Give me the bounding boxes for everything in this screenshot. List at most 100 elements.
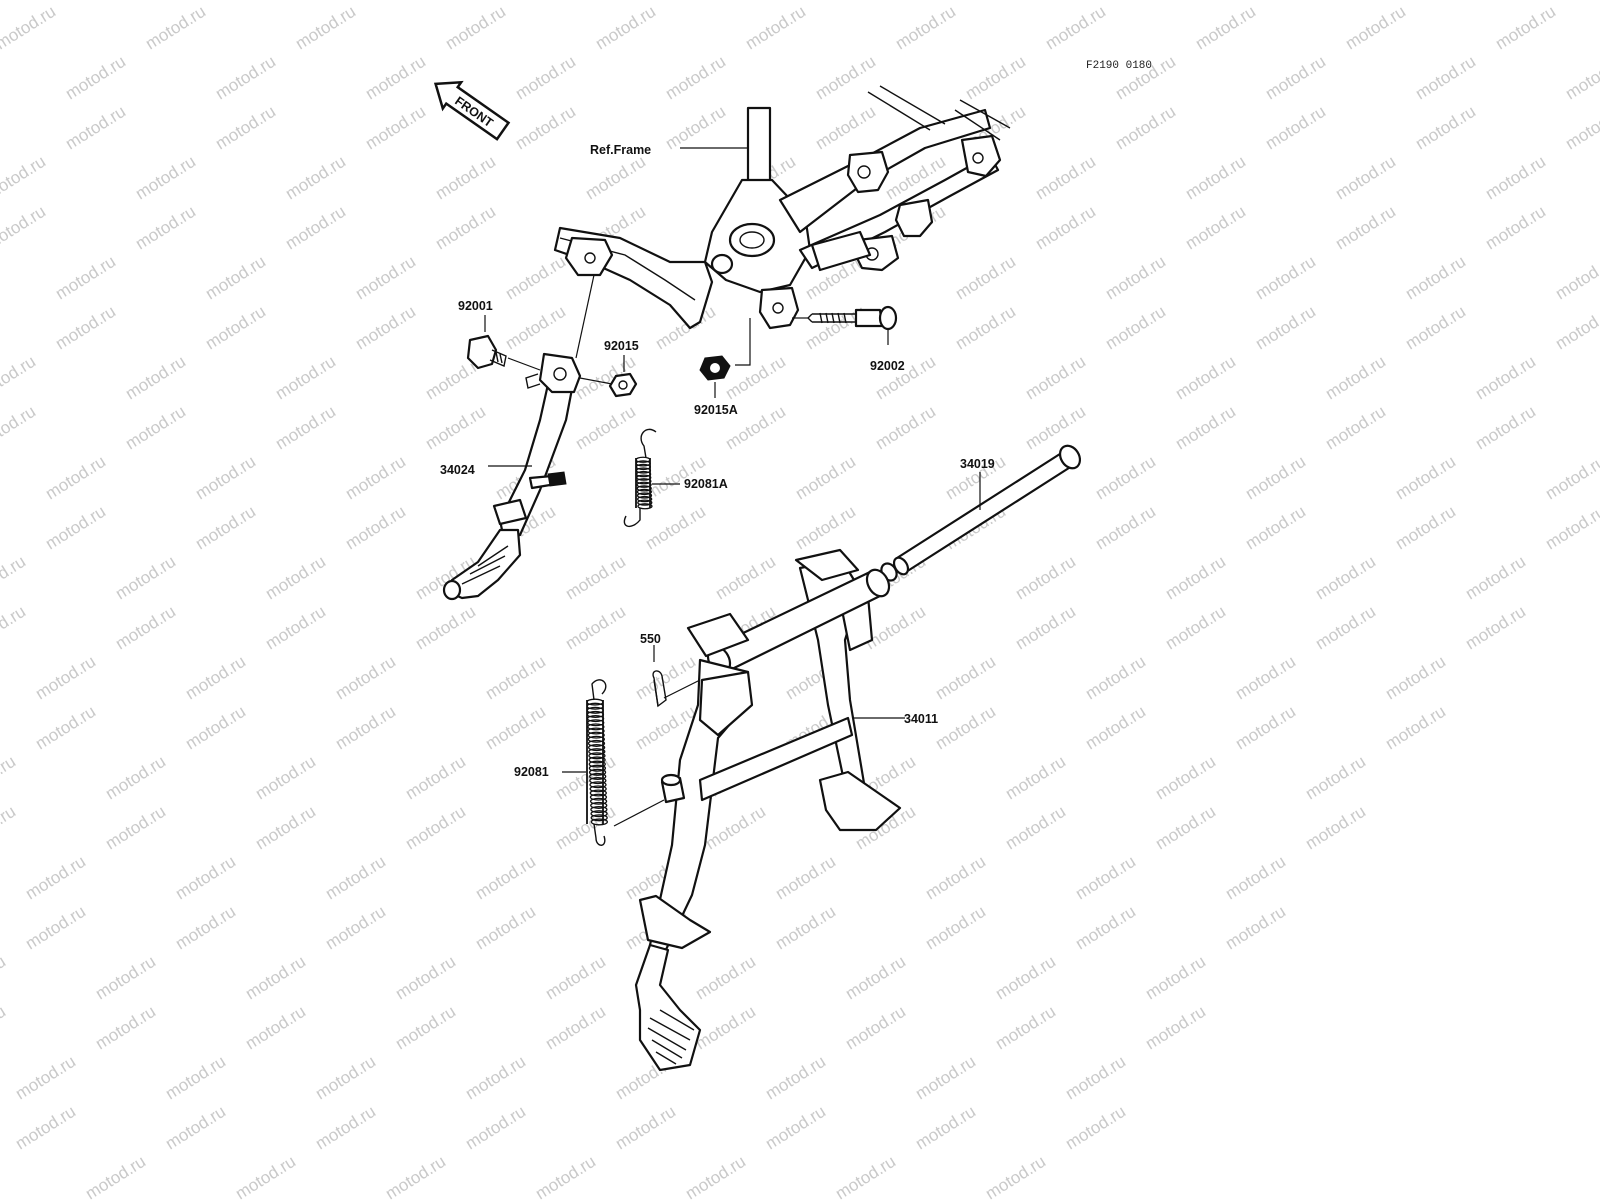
- watermark-text: motod.ru: [242, 952, 309, 1004]
- watermark-text: motod.ru: [1392, 502, 1459, 554]
- watermark-text: motod.ru: [502, 302, 569, 354]
- watermark-text: motod.ru: [1152, 752, 1219, 804]
- watermark-text: motod.ru: [712, 552, 779, 604]
- watermark-text: motod.ru: [922, 852, 989, 904]
- watermark-text: motod.ru: [292, 2, 359, 54]
- watermark-text: motod.ru: [592, 2, 659, 54]
- watermark-text: motod.ru: [1022, 402, 1089, 454]
- watermark-text: motod.ru: [0, 752, 19, 804]
- watermark-text: motod.ru: [22, 852, 89, 904]
- watermark-text: motod.ru: [932, 652, 999, 704]
- watermark-text: motod.ru: [892, 2, 959, 54]
- watermark-text: motod.ru: [62, 102, 129, 154]
- cotter-pin-550: [652, 670, 667, 708]
- watermark-text: motod.ru: [992, 952, 1059, 1004]
- watermark-text: motod.ru: [1412, 52, 1479, 104]
- label-92081a: 92081A: [684, 477, 728, 491]
- watermark-text: motod.ru: [612, 1102, 679, 1154]
- watermark-text: motod.ru: [342, 452, 409, 504]
- watermark-text: motod.ru: [562, 552, 629, 604]
- watermark-text: motod.ru: [772, 852, 839, 904]
- watermark-text: motod.ru: [1552, 252, 1600, 304]
- watermark-text: motod.ru: [642, 502, 709, 554]
- watermark-text: motod.ru: [1392, 452, 1459, 504]
- watermark-text: motod.ru: [1002, 802, 1069, 854]
- label-34011: 34011: [904, 712, 938, 726]
- watermark-text: motod.ru: [362, 102, 429, 154]
- watermark-text: motod.ru: [1112, 102, 1179, 154]
- watermark-text: motod.ru: [242, 1002, 309, 1054]
- front-arrow-icon: FRONT: [433, 80, 511, 141]
- watermark-text: motod.ru: [1472, 352, 1539, 404]
- watermark-text: motod.ru: [1402, 252, 1469, 304]
- watermark-text: motod.ru: [832, 1152, 899, 1200]
- watermark-text: motod.ru: [812, 52, 879, 104]
- watermark-text: motod.ru: [462, 1052, 529, 1104]
- watermark-text: motod.ru: [102, 802, 169, 854]
- watermark-text: motod.ru: [282, 202, 349, 254]
- watermark-text: motod.ru: [172, 852, 239, 904]
- watermark-text: motod.ru: [332, 702, 399, 754]
- watermark-text: motod.ru: [1142, 952, 1209, 1004]
- watermark-text: motod.ru: [1312, 552, 1379, 604]
- frame-drawing: [553, 85, 1011, 330]
- watermark-text: motod.ru: [682, 1152, 749, 1200]
- watermark-text: motod.ru: [212, 102, 279, 154]
- watermark-text: motod.ru: [22, 902, 89, 954]
- watermark-text: motod.ru: [1412, 102, 1479, 154]
- watermark-text: motod.ru: [1012, 552, 1079, 604]
- watermark-text: motod.ru: [722, 352, 789, 404]
- watermark-text: motod.ru: [352, 302, 419, 354]
- watermark-text: motod.ru: [362, 52, 429, 104]
- watermark-text: motod.ru: [1382, 702, 1449, 754]
- watermark-text: motod.ru: [1302, 802, 1369, 854]
- watermark-text: motod.ru: [482, 652, 549, 704]
- watermark-text: motod.ru: [1162, 602, 1229, 654]
- watermark-text: motod.ru: [462, 1102, 529, 1154]
- watermark-text: motod.ru: [552, 752, 619, 804]
- watermark-text: motod.ru: [272, 352, 339, 404]
- watermark-text: motod.ru: [792, 452, 859, 504]
- watermark-text: motod.ru: [1462, 602, 1529, 654]
- watermark-text: motod.ru: [792, 502, 859, 554]
- watermark-text: motod.ru: [742, 2, 809, 54]
- watermark-text: motod.ru: [0, 0, 59, 3]
- watermark-text: motod.ru: [952, 302, 1019, 354]
- watermark-text: motod.ru: [482, 702, 549, 754]
- watermark-text: motod.ru: [692, 1002, 759, 1054]
- watermark-text: motod.ru: [262, 552, 329, 604]
- watermark-text: motod.ru: [1312, 602, 1379, 654]
- watermark-text: motod.ru: [52, 302, 119, 354]
- watermark-text: motod.ru: [662, 102, 729, 154]
- watermark-text: motod.ru: [912, 1052, 979, 1104]
- watermark-text: motod.ru: [1252, 302, 1319, 354]
- watermark-text: motod.ru: [272, 402, 339, 454]
- watermark-text: motod.ru: [42, 452, 109, 504]
- watermark-text: motod.ru: [872, 402, 939, 454]
- watermark-text: motod.ru: [552, 802, 619, 854]
- watermark-text: motod.ru: [392, 1002, 459, 1054]
- watermark-text: motod.ru: [542, 1002, 609, 1054]
- watermark-text: motod.ru: [662, 52, 729, 104]
- watermark-text: motod.ru: [702, 802, 769, 854]
- watermark-text: motod.ru: [412, 602, 479, 654]
- nut-92015: [608, 372, 638, 398]
- watermark-text: motod.ru: [192, 502, 259, 554]
- label-34024: 34024: [440, 463, 475, 477]
- watermark-text: motod.ru: [1262, 52, 1329, 104]
- watermark-text: motod.ru: [1332, 152, 1399, 204]
- watermark-text: motod.ru: [252, 802, 319, 854]
- watermark-text: motod.ru: [322, 852, 389, 904]
- watermark-text: motod.ru: [402, 802, 469, 854]
- watermark-text: motod.ru: [862, 602, 929, 654]
- watermark-text: motod.ru: [262, 602, 329, 654]
- watermark-text: motod.ru: [932, 702, 999, 754]
- watermark-text: motod.ru: [1172, 402, 1239, 454]
- watermark-text: motod.ru: [422, 402, 489, 454]
- watermark-text: motod.ru: [952, 252, 1019, 304]
- watermark-text: motod.ru: [1332, 202, 1399, 254]
- watermark-text: motod.ru: [392, 952, 459, 1004]
- watermark-text: motod.ru: [1232, 652, 1299, 704]
